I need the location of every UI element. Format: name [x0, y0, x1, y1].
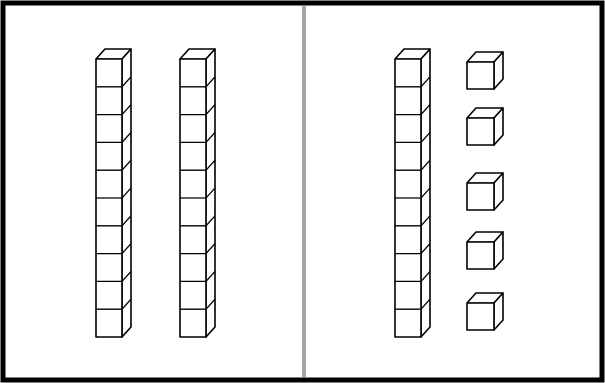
- tens-rod: [96, 49, 131, 337]
- ones-cube: [467, 293, 503, 330]
- ones-cube: [467, 108, 503, 145]
- tens-rod: [395, 49, 430, 337]
- ones-cube: [467, 173, 503, 210]
- ones-cube: [467, 232, 503, 269]
- cube-front-face: [467, 303, 494, 330]
- cube-front-face: [467, 62, 494, 89]
- cube-front-face: [467, 118, 494, 145]
- cube-front-face: [467, 242, 494, 269]
- cube-front-face: [467, 183, 494, 210]
- ones-cube: [467, 52, 503, 89]
- tens-rod: [180, 49, 215, 337]
